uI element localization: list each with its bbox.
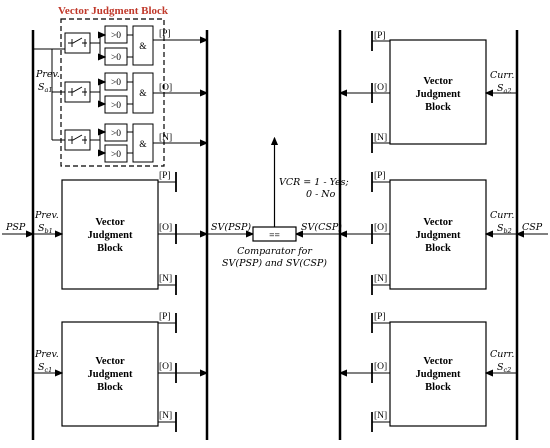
sc2-label: Sc2 [497, 362, 511, 374]
port-p-b1: [P] [159, 171, 171, 181]
port-n-c1: [N] [159, 411, 172, 421]
vjb-left-c1-l3: Block [97, 382, 123, 393]
vjb-left-b1-l1: Vector [95, 217, 125, 228]
vjb-right-c2-l2: Judgment [416, 369, 461, 380]
port-o-c2: [O] [374, 362, 387, 372]
vjb-right-a2 [389, 39, 487, 145]
prev-label-b: Prev. [34, 210, 59, 221]
and-box-p [132, 25, 154, 66]
gt-n1: >0 [111, 129, 121, 139]
detail-row-n: >0 >0 & [52, 123, 207, 163]
port-p-b2: [P] [374, 171, 386, 181]
vcr-line2: 0 - No [306, 189, 336, 200]
and-p: & [139, 42, 147, 52]
port-o-b1: [O] [159, 223, 172, 233]
curr-label-a: Curr. [490, 70, 514, 81]
port-n-b1: [N] [159, 274, 172, 284]
gt-n2: >0 [111, 150, 121, 160]
and-o: & [139, 89, 147, 99]
and-n: & [139, 140, 147, 150]
sb2-label: Sb2 [497, 223, 512, 235]
vjb-right-c2-l3: Block [425, 382, 451, 393]
gt-p2: >0 [111, 53, 121, 63]
vjb-left-b1-l2: Judgment [88, 230, 133, 241]
port-n-a2: [N] [374, 133, 387, 143]
vjb-right-b2 [389, 179, 487, 290]
vjb-right-c2-l1: Vector [423, 356, 453, 367]
sc1-label: Sc1 [38, 362, 52, 374]
vjb-right-b2-l2: Judgment [416, 230, 461, 241]
vjb-right-b2-l3: Block [425, 243, 451, 254]
prev-label-c: Prev. [34, 349, 59, 360]
gt-o2: >0 [111, 101, 121, 111]
port-o-c1: [O] [159, 362, 172, 372]
port-n-detail: [N] [159, 133, 172, 143]
sb1-label: Sb1 [38, 223, 53, 235]
port-p-detail: [P] [159, 29, 171, 39]
vjb-left-c1-l2: Judgment [88, 369, 133, 380]
vjb-left-c1-l1: Vector [95, 356, 125, 367]
vjb-right-a2-l1: Vector [423, 76, 453, 87]
port-o-a2: [O] [374, 83, 387, 93]
comparator-caption-2: SV(PSP) and SV(CSP) [222, 258, 327, 269]
detail-row-o: >0 >0 & [52, 72, 207, 114]
port-o-detail: [O] [159, 83, 172, 93]
vjb-left-b1-l3: Block [97, 243, 123, 254]
sa2-label: Sa2 [497, 83, 512, 95]
psp-label: PSP [5, 222, 26, 233]
switch-icons [68, 37, 87, 144]
vjb-left-c1 [61, 321, 159, 427]
curr-label-c: Curr. [490, 349, 514, 360]
csp-label: CSP [522, 222, 543, 233]
vcr-line1: VCR = 1 - Yes; [279, 177, 349, 188]
port-p-a2: [P] [374, 31, 386, 41]
prev-label-a: Prev. [35, 69, 60, 80]
port-o-b2: [O] [374, 223, 387, 233]
vjb-right-c2 [389, 321, 487, 427]
sv-psp-label: SV(PSP) [211, 222, 251, 233]
vjb-right-b2-l1: Vector [423, 217, 453, 228]
gt-p1: >0 [111, 31, 121, 41]
vjb-right-a2-l3: Block [425, 102, 451, 113]
port-n-c2: [N] [374, 411, 387, 421]
vjb-right-a2-l2: Judgment [416, 89, 461, 100]
curr-label-b: Curr. [490, 210, 514, 221]
port-p-c1: [P] [159, 312, 171, 322]
sa1-label: Sa1 [38, 82, 53, 94]
detail-row-p: >0 >0 & [33, 25, 207, 140]
port-p-c2: [P] [374, 312, 386, 322]
gt-o1: >0 [111, 78, 121, 88]
sv-csp-label: SV(CSP) [301, 222, 342, 233]
comparator-caption-1: Comparator for [237, 246, 313, 257]
inner-block-title: Vector Judgment Block [58, 5, 169, 17]
port-n-b2: [N] [374, 274, 387, 284]
comparator-symbol: == [269, 231, 280, 241]
